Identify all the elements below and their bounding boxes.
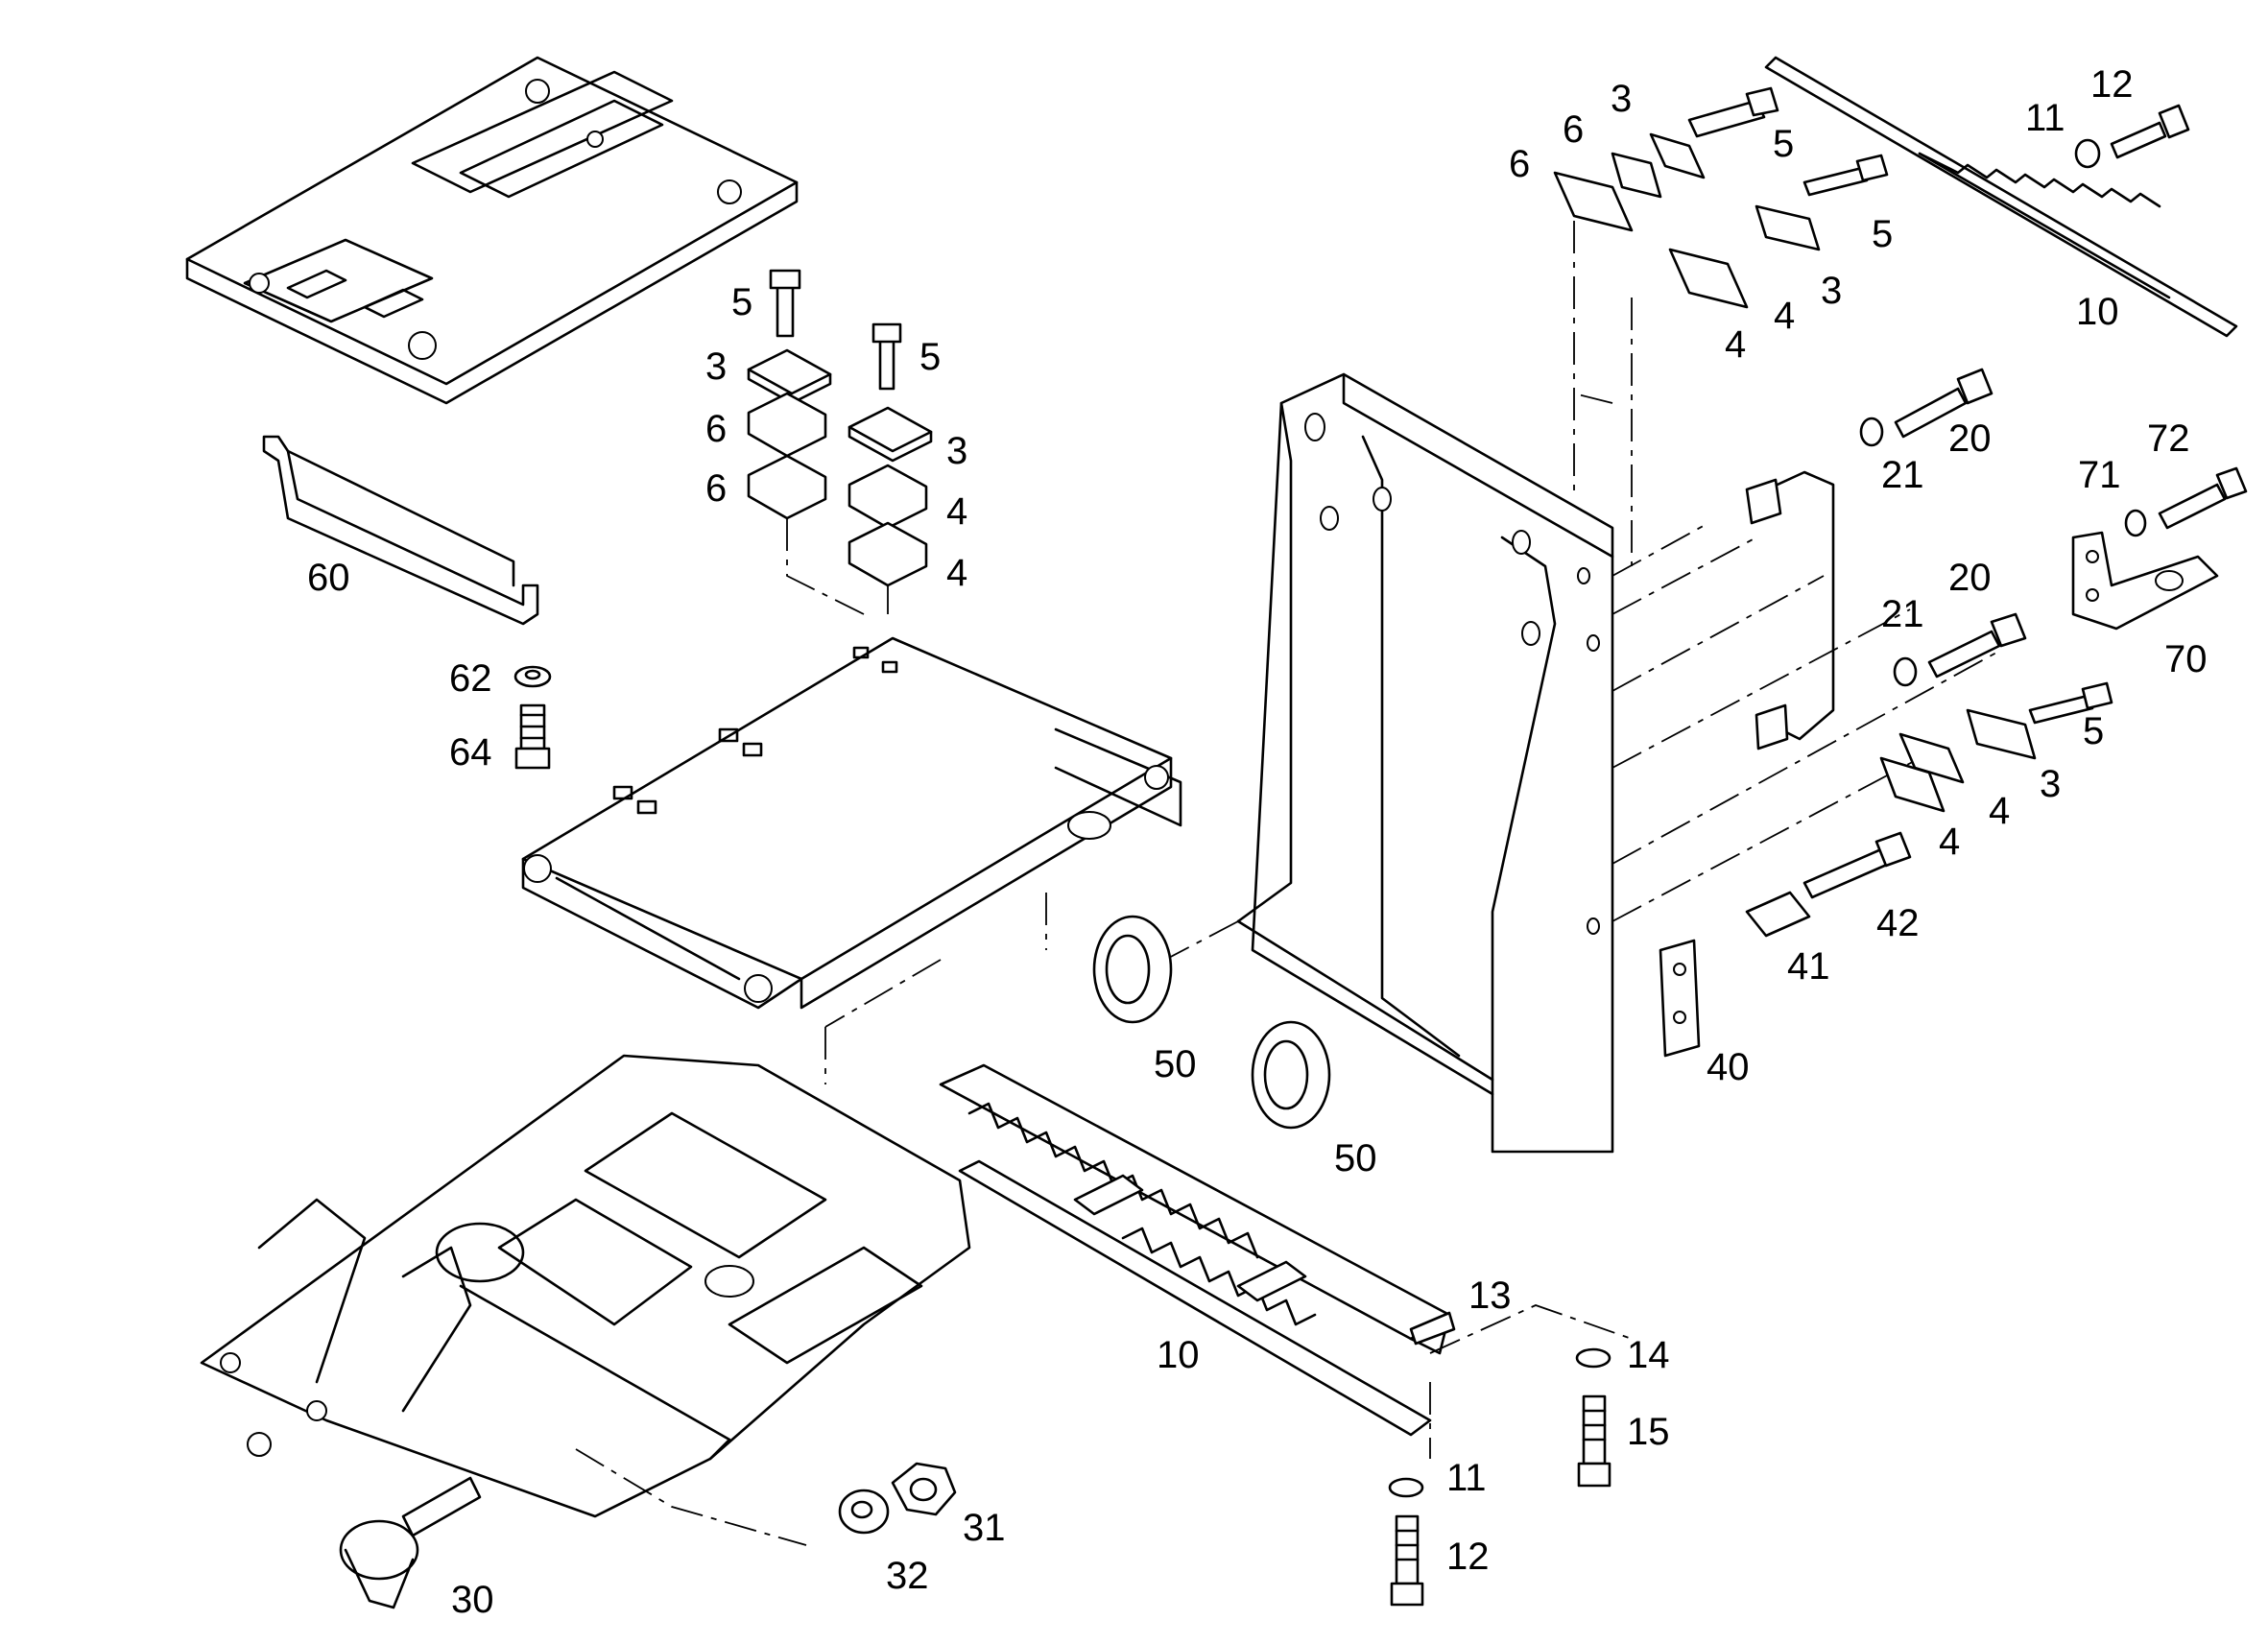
part-label: 71	[2078, 454, 2121, 496]
part-label: 10	[2076, 291, 2119, 333]
part-label: 3	[1821, 270, 1842, 312]
right-upper-hardware	[1553, 86, 1889, 309]
bracket-60	[262, 435, 539, 626]
part-label: 3	[705, 345, 727, 388]
part-label: 5	[919, 336, 941, 378]
part-labels: 6 6 3 5 5 12 11 10 4 4 3 5 5 3 6 6 3 4 4…	[307, 63, 2208, 1621]
nut-31	[891, 1462, 957, 1516]
washer-14	[1575, 1347, 1611, 1369]
part-label: 14	[1627, 1334, 1670, 1376]
part-label: 6	[1563, 108, 1584, 151]
part-label: 5	[1872, 213, 1893, 255]
part-label: 60	[307, 557, 350, 599]
part-label: 6	[1509, 143, 1530, 185]
part-label: 70	[2164, 638, 2208, 680]
seat-frame	[521, 636, 1182, 1084]
part-label: 15	[1627, 1411, 1670, 1453]
part-label: 30	[451, 1579, 494, 1621]
part-label: 62	[449, 657, 492, 700]
part-label: 13	[1468, 1275, 1512, 1317]
knob-30	[339, 1476, 482, 1609]
part-label: 3	[946, 430, 967, 472]
part-label: 50	[1334, 1137, 1377, 1179]
part-label: 11	[2025, 97, 2065, 139]
part-label: 21	[1881, 593, 1924, 635]
part-label: 11	[1446, 1457, 1487, 1499]
part-label: 4	[946, 490, 967, 533]
part-label: 4	[1774, 295, 1795, 337]
washer-11-top	[2074, 138, 2101, 169]
part-label: 4	[946, 552, 967, 594]
right-lower-hardware	[1659, 681, 2113, 1058]
part-label: 20	[1948, 557, 1992, 599]
part-label: 3	[1611, 78, 1632, 120]
part-label: 21	[1881, 454, 1924, 496]
part-label: 40	[1707, 1046, 1750, 1088]
rail-10-bottom	[958, 1159, 1633, 1459]
part-label: 41	[1787, 945, 1830, 988]
part-label: 10	[1157, 1334, 1200, 1376]
seat-base	[200, 1054, 971, 1546]
part-label: 5	[731, 281, 752, 323]
washer-11-bottom	[1388, 1477, 1424, 1498]
handle	[1745, 470, 1835, 751]
part-label: 20	[1948, 417, 1992, 460]
part-label: 5	[1773, 123, 1794, 165]
screw-64	[514, 703, 551, 770]
part-label: 4	[1989, 790, 2010, 832]
part-label: 42	[1876, 902, 1920, 944]
washer-62	[513, 665, 552, 688]
part-label: 50	[1154, 1043, 1197, 1085]
washer-32	[838, 1489, 890, 1535]
bolt-12-bottom	[1390, 1514, 1424, 1607]
grommet-50-lower	[1251, 1020, 1331, 1130]
part-label: 3	[2040, 763, 2061, 805]
part-label: 4	[1939, 821, 1960, 863]
bolt-15	[1577, 1394, 1611, 1488]
center-hardware-stack	[747, 269, 933, 615]
part-label: 4	[1725, 323, 1746, 366]
part-label: 5	[2083, 710, 2104, 752]
part-label: 72	[2147, 417, 2190, 460]
rail-13	[939, 1063, 1451, 1355]
part-label: 6	[705, 467, 727, 510]
grommet-50-upper	[1092, 915, 1173, 1024]
part-label: 31	[963, 1507, 1006, 1549]
part-label: 12	[2090, 63, 2134, 106]
top-plate	[185, 56, 799, 405]
bracket-70	[2071, 466, 2248, 631]
part-label: 6	[705, 408, 727, 450]
bolt-12-top	[2110, 104, 2190, 159]
part-label: 12	[1446, 1536, 1490, 1578]
bolts-20-21	[1859, 368, 2027, 687]
part-label: 64	[449, 731, 492, 774]
console-frame	[1146, 221, 1997, 1154]
part-label: 32	[886, 1555, 929, 1597]
rail-10-top	[1764, 56, 2238, 338]
